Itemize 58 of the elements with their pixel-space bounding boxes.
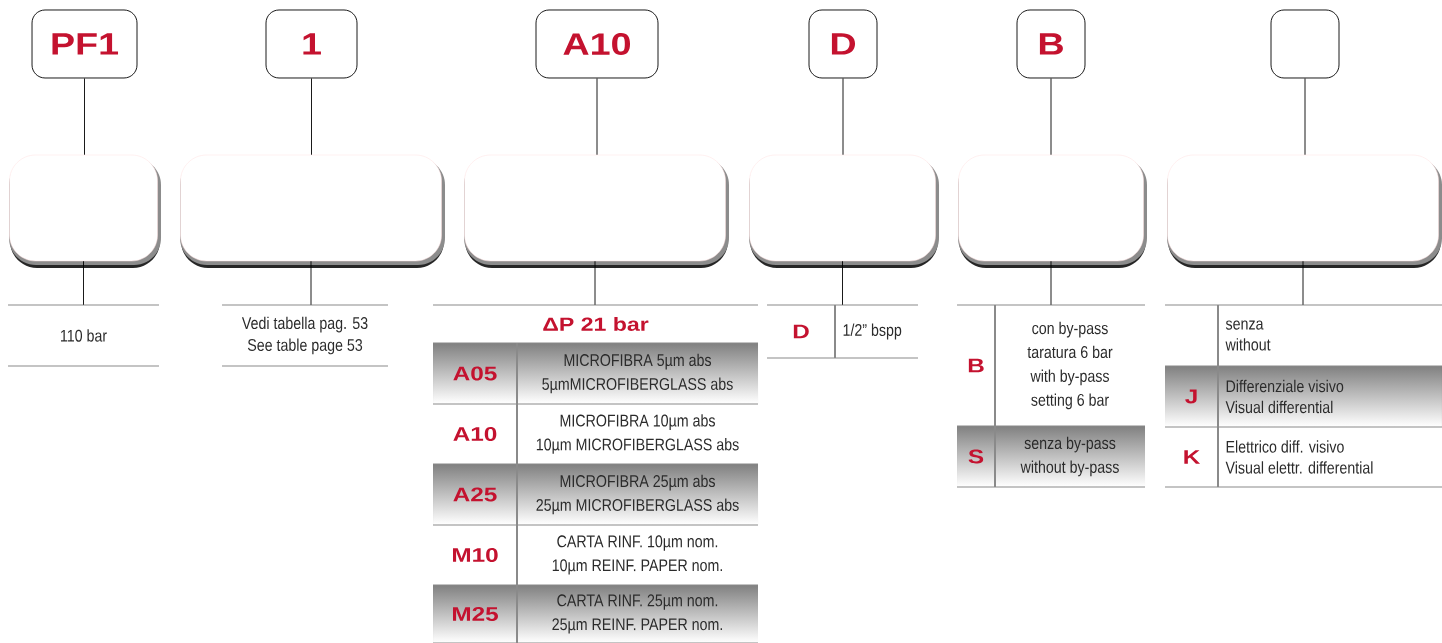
description-text: MICROFIBRA 25µm abs 25µm MICROFIBERGLASS abs: [536, 474, 739, 515]
connector-line: [1050, 260, 1052, 306]
connector-line: [83, 260, 84, 306]
table-heading: ΔP 21 bar: [543, 317, 649, 331]
option-code: A25: [453, 487, 497, 502]
description-text: MICROFIBRA 10µm abs 10µm MICROFIBERGLASS abs: [536, 414, 739, 454]
description-text: senza without: [1225, 320, 1271, 351]
description-text: MICROFIBRA 5µm abs 5µmMICROFIBERGLASS abs: [542, 353, 733, 394]
option-code: K: [1184, 450, 1201, 464]
option-table: [766, 304, 919, 359]
description-text: Differenziale visivo Visual differential: [1225, 379, 1344, 414]
description-text: 110 bar: [61, 329, 107, 342]
code-box: 1: [265, 9, 358, 79]
description-text: Elettrico diff. visivo Visual elettr. differential: [1225, 440, 1373, 474]
shadowed-box: [464, 154, 729, 268]
code-box: A10: [535, 9, 659, 79]
shadowed-box: [9, 154, 161, 268]
description-text: con by-pass taratura 6 bar with by-pass setting 6 bar: [1027, 321, 1113, 410]
shadowed-box: [1167, 154, 1442, 268]
connector-line: [596, 78, 598, 156]
connector-line: [1050, 78, 1052, 156]
option-code: A05: [453, 366, 497, 381]
code-box: PF1: [31, 9, 138, 79]
connector-line: [594, 260, 596, 306]
shadowed-box: [958, 154, 1147, 268]
connector-line: [842, 260, 843, 306]
connector-line: [310, 260, 312, 306]
option-code: S: [968, 449, 984, 464]
shadowed-box: [749, 154, 939, 268]
option-code: D: [793, 324, 809, 339]
node-label: setting 6 bar: [1031, 393, 1109, 410]
description-text: senza by-pass without by-pass: [1020, 436, 1119, 477]
code-box: [1270, 9, 1340, 79]
connector-line: [311, 78, 312, 156]
code-box: B: [1016, 9, 1086, 79]
node-label: con by-pass: [1032, 321, 1108, 338]
option-table: [432, 304, 759, 643]
option-code: J: [1185, 389, 1197, 404]
option-code: M10: [453, 547, 498, 563]
option-table: [221, 304, 389, 367]
connector-line: [84, 78, 85, 156]
connector-line: [1302, 260, 1304, 306]
option-code: A10: [453, 426, 497, 442]
node-label: with by-pass: [1030, 369, 1110, 386]
option-table: [1164, 304, 1442, 488]
option-code: M25: [453, 606, 498, 622]
option-table: [7, 304, 160, 367]
code-box: D: [808, 9, 878, 79]
description-text: CARTA RINF. 25µm nom. 25µm REINF. PAPER nom.: [552, 594, 722, 634]
description-text: 1/2” bspp: [843, 323, 902, 340]
connector-line: [842, 78, 844, 156]
description-text: Vedi tabella pag. 53 See table page 53: [241, 316, 368, 355]
shadowed-box: [180, 154, 445, 268]
connector-line: [1304, 78, 1306, 156]
option-code: B: [968, 358, 984, 373]
description-text: CARTA RINF. 10µm nom. 10µm REINF. PAPER nom.: [552, 535, 722, 575]
option-table: [956, 304, 1146, 488]
node-label: taratura 6 bar: [1027, 345, 1113, 359]
